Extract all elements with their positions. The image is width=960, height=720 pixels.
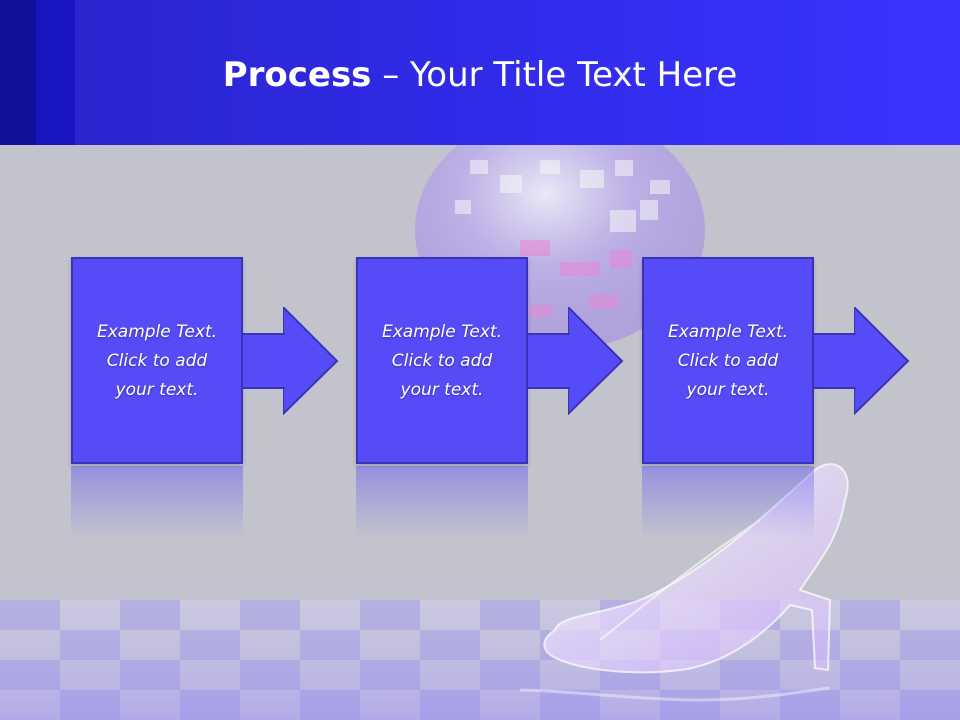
arrow-right-icon xyxy=(283,307,339,415)
step-2-text[interactable]: Example Text. Click to add your text. xyxy=(381,322,503,400)
arrow-right-icon xyxy=(854,307,910,415)
background-art xyxy=(0,145,960,720)
step-2-reflection xyxy=(356,466,528,538)
arrow-shaft-2 xyxy=(528,333,570,389)
title-rest: – Your Title Text Here xyxy=(371,55,738,95)
arrow-shaft-1 xyxy=(243,333,285,389)
slide-title[interactable]: Process – Your Title Text Here xyxy=(0,48,960,102)
process-step-1[interactable]: Example Text. Click to add your text. xyxy=(71,257,243,464)
title-bold: Process xyxy=(222,55,372,95)
step-3-reflection xyxy=(642,466,814,538)
step-1-text[interactable]: Example Text. Click to add your text. xyxy=(96,322,218,400)
process-step-3[interactable]: Example Text. Click to add your text. xyxy=(642,257,814,464)
process-step-2[interactable]: Example Text. Click to add your text. xyxy=(356,257,528,464)
step-1-reflection xyxy=(71,466,243,538)
arrow-shaft-3 xyxy=(814,333,856,389)
step-3-text[interactable]: Example Text. Click to add your text. xyxy=(667,322,789,400)
header-accent-strip xyxy=(0,0,75,145)
glass-slipper-image xyxy=(519,463,849,702)
title-bar: Process – Your Title Text Here xyxy=(0,0,960,145)
arrow-right-icon xyxy=(568,307,624,415)
